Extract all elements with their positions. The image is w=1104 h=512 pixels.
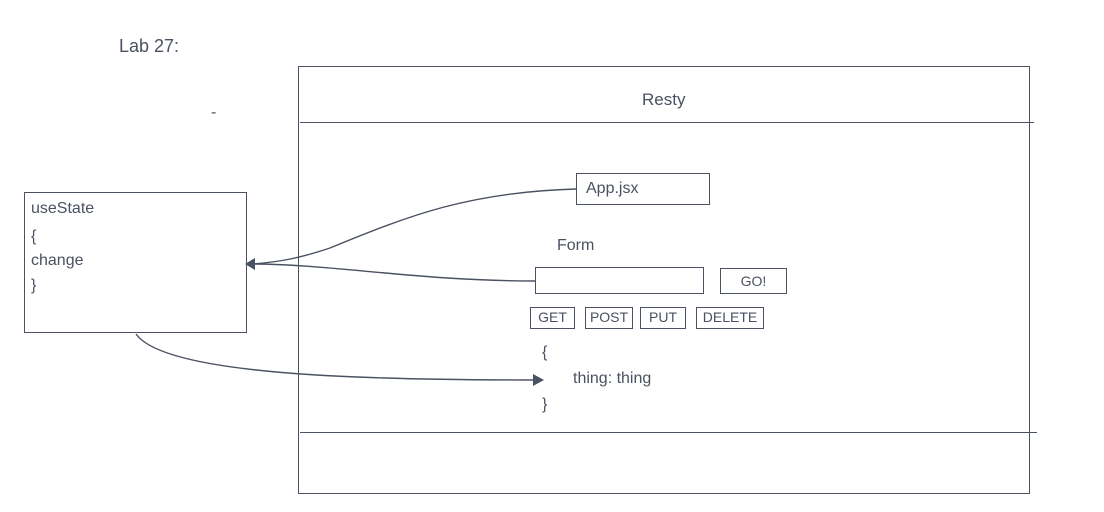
url-input[interactable]: [535, 267, 704, 294]
header-title: Resty: [642, 90, 686, 109]
method-get-button[interactable]: GET: [530, 307, 575, 329]
use-state-line-4: }: [31, 277, 37, 294]
method-delete-button[interactable]: DELETE: [696, 307, 764, 329]
lab-title: Lab 27:: [119, 36, 180, 56]
resty-frame: [298, 66, 1030, 494]
go-button[interactable]: GO!: [720, 268, 787, 294]
use-state-line-3: change: [31, 252, 84, 269]
method-post-button[interactable]: POST: [585, 307, 633, 329]
output-line: thing: thing: [573, 370, 652, 387]
form-label: Form: [557, 237, 595, 254]
stray-dash: -: [211, 104, 217, 121]
app-jsx-box: App.jsx: [576, 173, 710, 205]
connector-app-to-state: [251, 188, 577, 265]
connector-form-to-state: [251, 263, 536, 282]
arrowhead-left-icon: [245, 258, 255, 270]
arrowhead-right-icon: [533, 374, 544, 386]
output-close-brace: }: [542, 396, 548, 413]
use-state-line-1: useState: [31, 200, 95, 217]
header-divider: [300, 122, 1034, 123]
app-jsx-label: App.jsx: [586, 180, 639, 197]
use-state-box: useState { change }: [24, 192, 247, 333]
connector-state-to-output: [135, 333, 535, 381]
use-state-line-2: {: [31, 228, 37, 245]
method-put-button[interactable]: PUT: [640, 307, 686, 329]
output-open-brace: {: [542, 344, 548, 361]
footer-divider: [300, 432, 1037, 433]
